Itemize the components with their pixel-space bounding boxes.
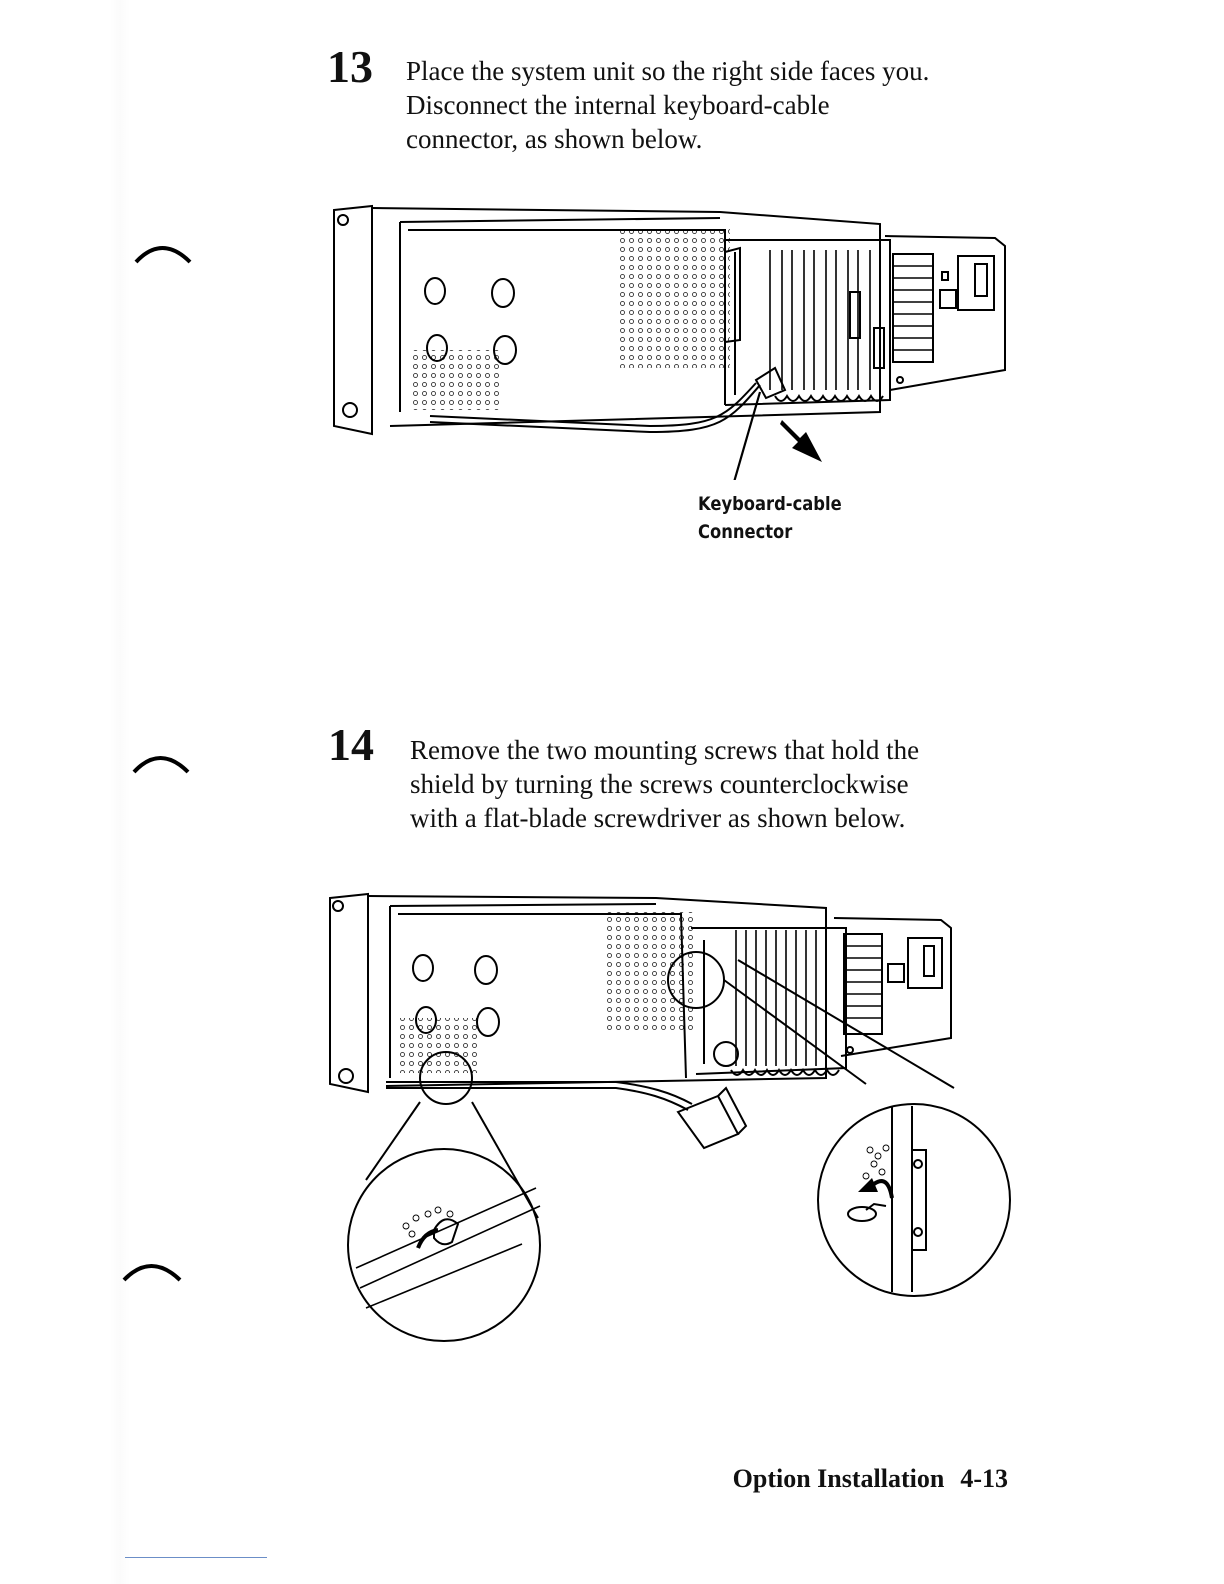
page-edge-shading xyxy=(110,0,130,1584)
step-14-number: 14 xyxy=(328,719,374,770)
margin-arc-mark-3 xyxy=(122,1264,182,1282)
step-13-line-2: Disconnect the internal keyboard-cable xyxy=(406,90,830,120)
step-14-line-2: shield by turning the screws countercloc… xyxy=(410,769,909,799)
bottom-edge-rule xyxy=(125,1557,267,1558)
page-footer: Option Installation 4-13 xyxy=(733,1464,1008,1494)
step-14-line-3: with a flat-blade screwdriver as shown b… xyxy=(410,803,906,833)
figure-shield-screws-illustration xyxy=(329,892,1011,1342)
callout-line-2: Connector xyxy=(698,521,793,543)
step-13-line-3: connector, as shown below. xyxy=(406,124,703,154)
step-13-number: 13 xyxy=(327,41,373,92)
figure-keyboard-cable-illustration xyxy=(333,204,1006,480)
step-14-line-1: Remove the two mounting screws that hold… xyxy=(410,735,920,765)
step-13-line-1: Place the system unit so the right side … xyxy=(406,56,930,86)
footer-section-title: Option Installation xyxy=(732,1464,945,1493)
step-13-text: Place the system unit so the right side … xyxy=(406,54,1026,156)
margin-arc-mark-2 xyxy=(132,756,190,774)
step-14-text: Remove the two mounting screws that hold… xyxy=(410,733,1030,835)
margin-arc-mark-1 xyxy=(134,246,192,264)
keyboard-cable-connector-callout: Keyboard-cable Connector xyxy=(698,490,842,546)
footer-page-number: 4-13 xyxy=(960,1464,1008,1493)
callout-line-1: Keyboard-cable xyxy=(698,493,842,515)
